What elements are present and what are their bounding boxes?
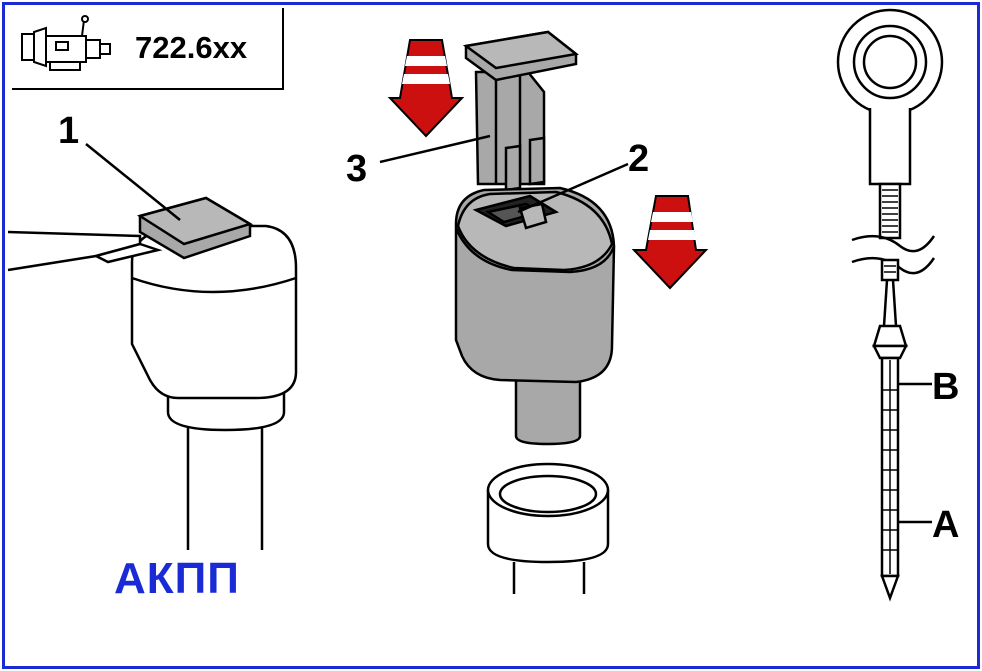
red-arrow-upper bbox=[387, 39, 465, 138]
callout-A: A bbox=[932, 504, 960, 546]
leader-line-2 bbox=[517, 162, 629, 214]
callout-B: B bbox=[932, 366, 960, 408]
callout-2: 2 bbox=[628, 138, 650, 180]
screwdriver bbox=[7, 230, 163, 272]
dipstick bbox=[836, 8, 944, 602]
callout-1: 1 bbox=[58, 110, 80, 152]
tube-ring bbox=[486, 462, 610, 594]
transmission-caption: АКПП bbox=[114, 554, 240, 603]
guide-cap-2 bbox=[454, 186, 616, 446]
transmission-icon bbox=[21, 15, 111, 71]
red-arrow-lower bbox=[631, 195, 709, 290]
info-box: 722.6xx bbox=[12, 8, 284, 90]
left-tube bbox=[186, 420, 264, 550]
transmission-code: 722.6xx bbox=[135, 30, 248, 65]
lock-clip-3 bbox=[462, 30, 579, 192]
left-dipstick-guide bbox=[130, 224, 298, 432]
leader-line-1 bbox=[85, 143, 181, 221]
callout-3: 3 bbox=[346, 148, 368, 190]
leader-line-3 bbox=[379, 134, 491, 164]
